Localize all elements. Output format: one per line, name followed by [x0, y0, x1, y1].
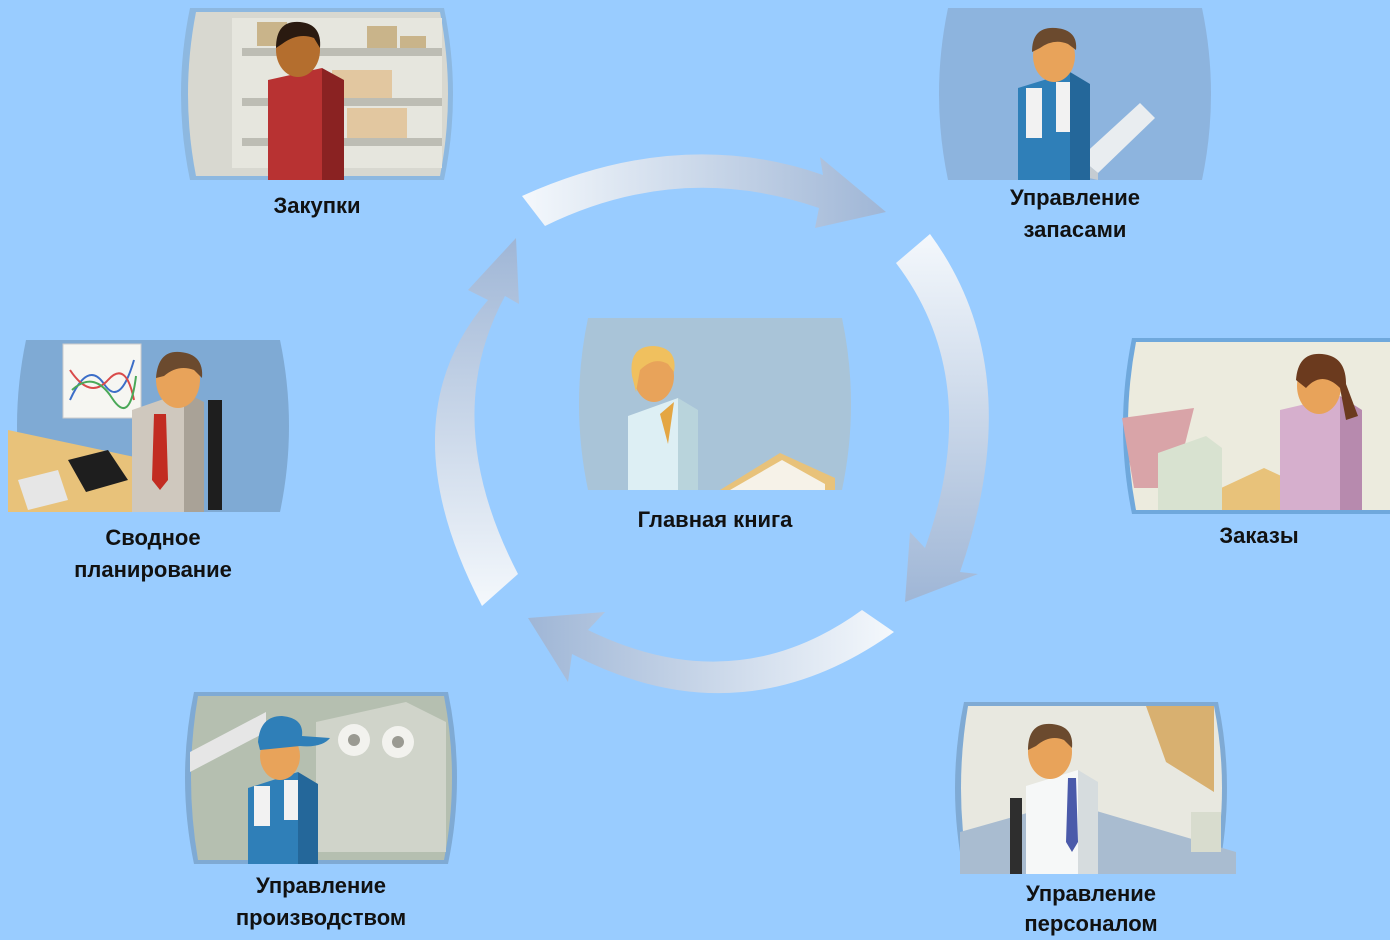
node-purchasing: Закупки: [172, 8, 462, 223]
general-ledger-picture: [579, 318, 851, 490]
arrow-top: [522, 154, 886, 228]
node-general-ledger: Главная книга: [570, 318, 860, 538]
planning-picture: [8, 340, 289, 512]
general-ledger-label: Главная книга: [637, 507, 793, 532]
node-inventory-management: Управление запасами: [930, 8, 1220, 248]
planning-label-line2: планирование: [74, 557, 232, 582]
production-label-line1: Управление: [255, 873, 386, 898]
personnel-label-line1: Управление: [1025, 881, 1156, 906]
orders-label: Заказы: [1219, 523, 1299, 548]
inventory-label-line1: Управление: [1009, 185, 1140, 210]
personnel-picture: [955, 702, 1236, 874]
inventory-label-line2: запасами: [1023, 217, 1127, 242]
node-orders: Заказы: [1114, 338, 1390, 553]
orders-picture: [1122, 338, 1390, 514]
inventory-picture: [939, 8, 1211, 180]
purchasing-picture: [181, 8, 453, 180]
node-production-management: Управление производством: [176, 692, 466, 940]
arrow-left: [434, 238, 519, 606]
node-personnel-management: Управление персоналом: [946, 702, 1236, 940]
arrow-right: [896, 234, 989, 602]
arrow-bottom: [528, 610, 894, 694]
production-picture: [185, 692, 457, 864]
planning-label-line1: Сводное: [105, 525, 201, 550]
purchasing-label: Закупки: [273, 193, 361, 218]
node-aggregate-planning: Сводное планирование: [8, 340, 298, 595]
production-label-line2: производством: [235, 905, 407, 930]
personnel-label-line2: персоналом: [1024, 911, 1158, 936]
